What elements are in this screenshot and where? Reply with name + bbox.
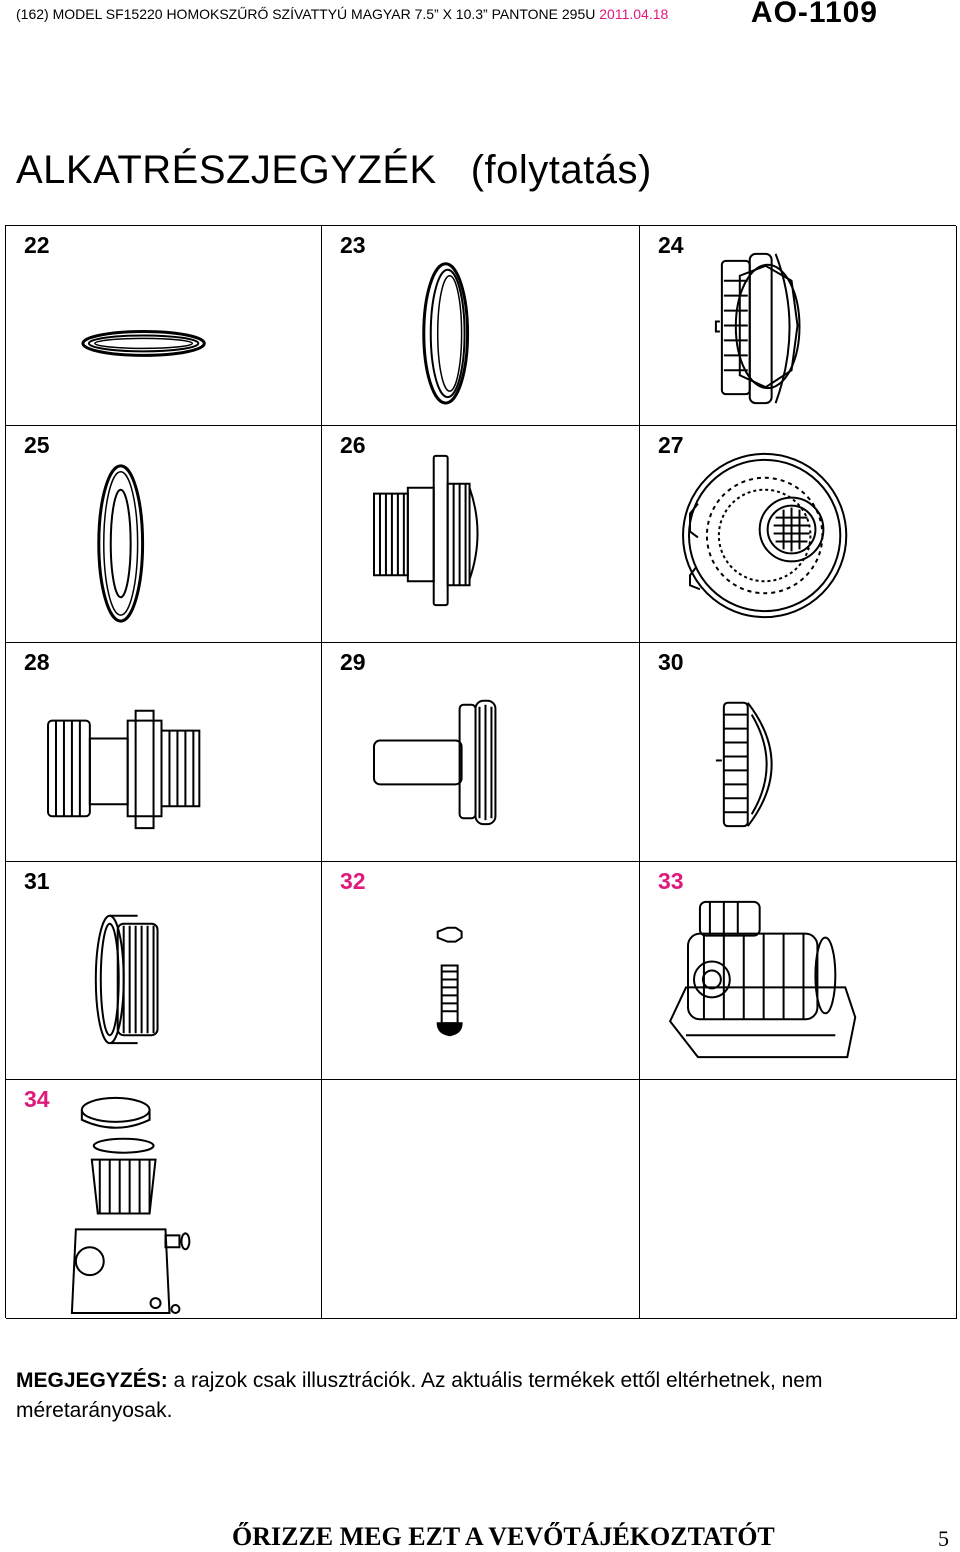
part-number: 31 xyxy=(24,868,50,894)
part-cell-34: 34 xyxy=(6,1080,322,1319)
part-cell-empty-1 xyxy=(322,1080,640,1319)
bolt-and-nut-icon xyxy=(322,862,639,1079)
flat-washer-icon xyxy=(6,426,321,642)
part-cell-27: 27 xyxy=(640,426,957,643)
parts-grid: 22 23 24 25 xyxy=(5,225,957,1319)
adapter-fitting-icon xyxy=(6,643,321,861)
title-sub: (folytatás) xyxy=(470,148,652,192)
title-main: ALKATRÉSZJEGYZÉK xyxy=(16,148,437,192)
part-number: 32 xyxy=(340,868,366,894)
plunger-plug-icon xyxy=(322,643,639,861)
document-header: (162) MODEL SF15220 HOMOKSZŰRŐ SZÍVATTYÚ… xyxy=(16,6,668,22)
part-cell-23: 23 xyxy=(322,226,640,426)
footer-text: ŐRIZZE MEG EZT A VEVŐTÁJÉKOZTATÓT xyxy=(232,1522,775,1551)
part-number: 30 xyxy=(658,649,684,675)
part-number: 29 xyxy=(340,649,366,675)
nut-side-icon xyxy=(640,226,956,425)
part-number: 34 xyxy=(24,1086,50,1112)
note-text: a rajzok csak illusztrációk. Az aktuális… xyxy=(16,1369,823,1422)
note-label: MEGJEGYZÉS: xyxy=(16,1369,168,1392)
part-number: 27 xyxy=(658,432,684,458)
part-number: 22 xyxy=(24,232,50,258)
note-paragraph: MEGJEGYZÉS: a rajzok csak illusztrációk.… xyxy=(16,1366,936,1426)
part-number: 26 xyxy=(340,432,366,458)
part-cell-33: 33 xyxy=(640,862,957,1080)
o-ring-tilted-icon xyxy=(322,226,639,425)
strainer-grid-icon xyxy=(640,426,956,642)
document-code: AO-1109 xyxy=(750,0,878,29)
part-cell-24: 24 xyxy=(640,226,957,426)
part-cell-31: 31 xyxy=(6,862,322,1080)
model-line: (162) MODEL SF15220 HOMOKSZŰRŐ SZÍVATTYÚ… xyxy=(16,6,600,22)
part-cell-22: 22 xyxy=(6,226,322,426)
threaded-nut-icon xyxy=(6,862,321,1079)
cap-side-icon xyxy=(640,643,956,861)
part-cell-29: 29 xyxy=(322,643,640,862)
part-cell-empty-2 xyxy=(640,1080,957,1319)
part-number: 24 xyxy=(658,232,684,258)
part-number: 25 xyxy=(24,432,50,458)
part-cell-28: 28 xyxy=(6,643,322,862)
part-cell-25: 25 xyxy=(6,426,322,643)
pump-motor-icon xyxy=(640,862,956,1079)
part-number: 28 xyxy=(24,649,50,675)
threaded-connector-icon xyxy=(322,426,639,642)
o-ring-flat-icon xyxy=(6,226,321,425)
page-number: 5 xyxy=(938,1526,949,1551)
part-number: 23 xyxy=(340,232,366,258)
page-title: ALKATRÉSZJEGYZÉK (folytatás) xyxy=(16,148,652,193)
part-number: 33 xyxy=(658,868,684,894)
part-cell-32: 32 xyxy=(322,862,640,1080)
header-date: 2011.04.18 xyxy=(599,6,669,22)
part-cell-30: 30 xyxy=(640,643,957,862)
part-cell-26: 26 xyxy=(322,426,640,643)
strainer-housing-assembly-icon xyxy=(6,1080,321,1318)
